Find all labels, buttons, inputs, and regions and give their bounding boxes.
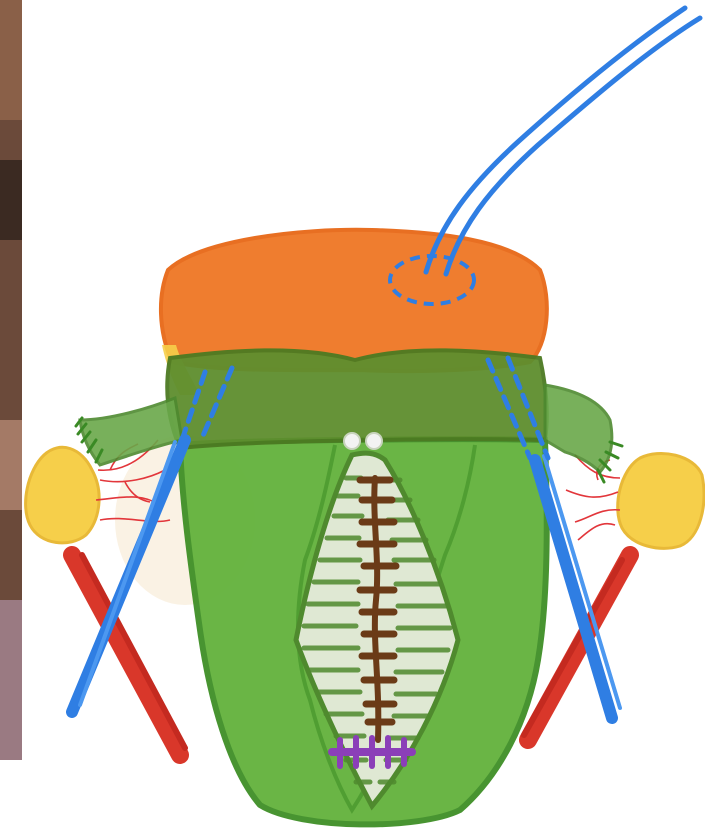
photo-edge-strip bbox=[0, 0, 22, 760]
right-yellow-organ bbox=[618, 453, 704, 548]
top-blue-catheter bbox=[426, 8, 700, 274]
orange-cap bbox=[161, 230, 547, 371]
left-yellow-organ bbox=[26, 447, 100, 543]
